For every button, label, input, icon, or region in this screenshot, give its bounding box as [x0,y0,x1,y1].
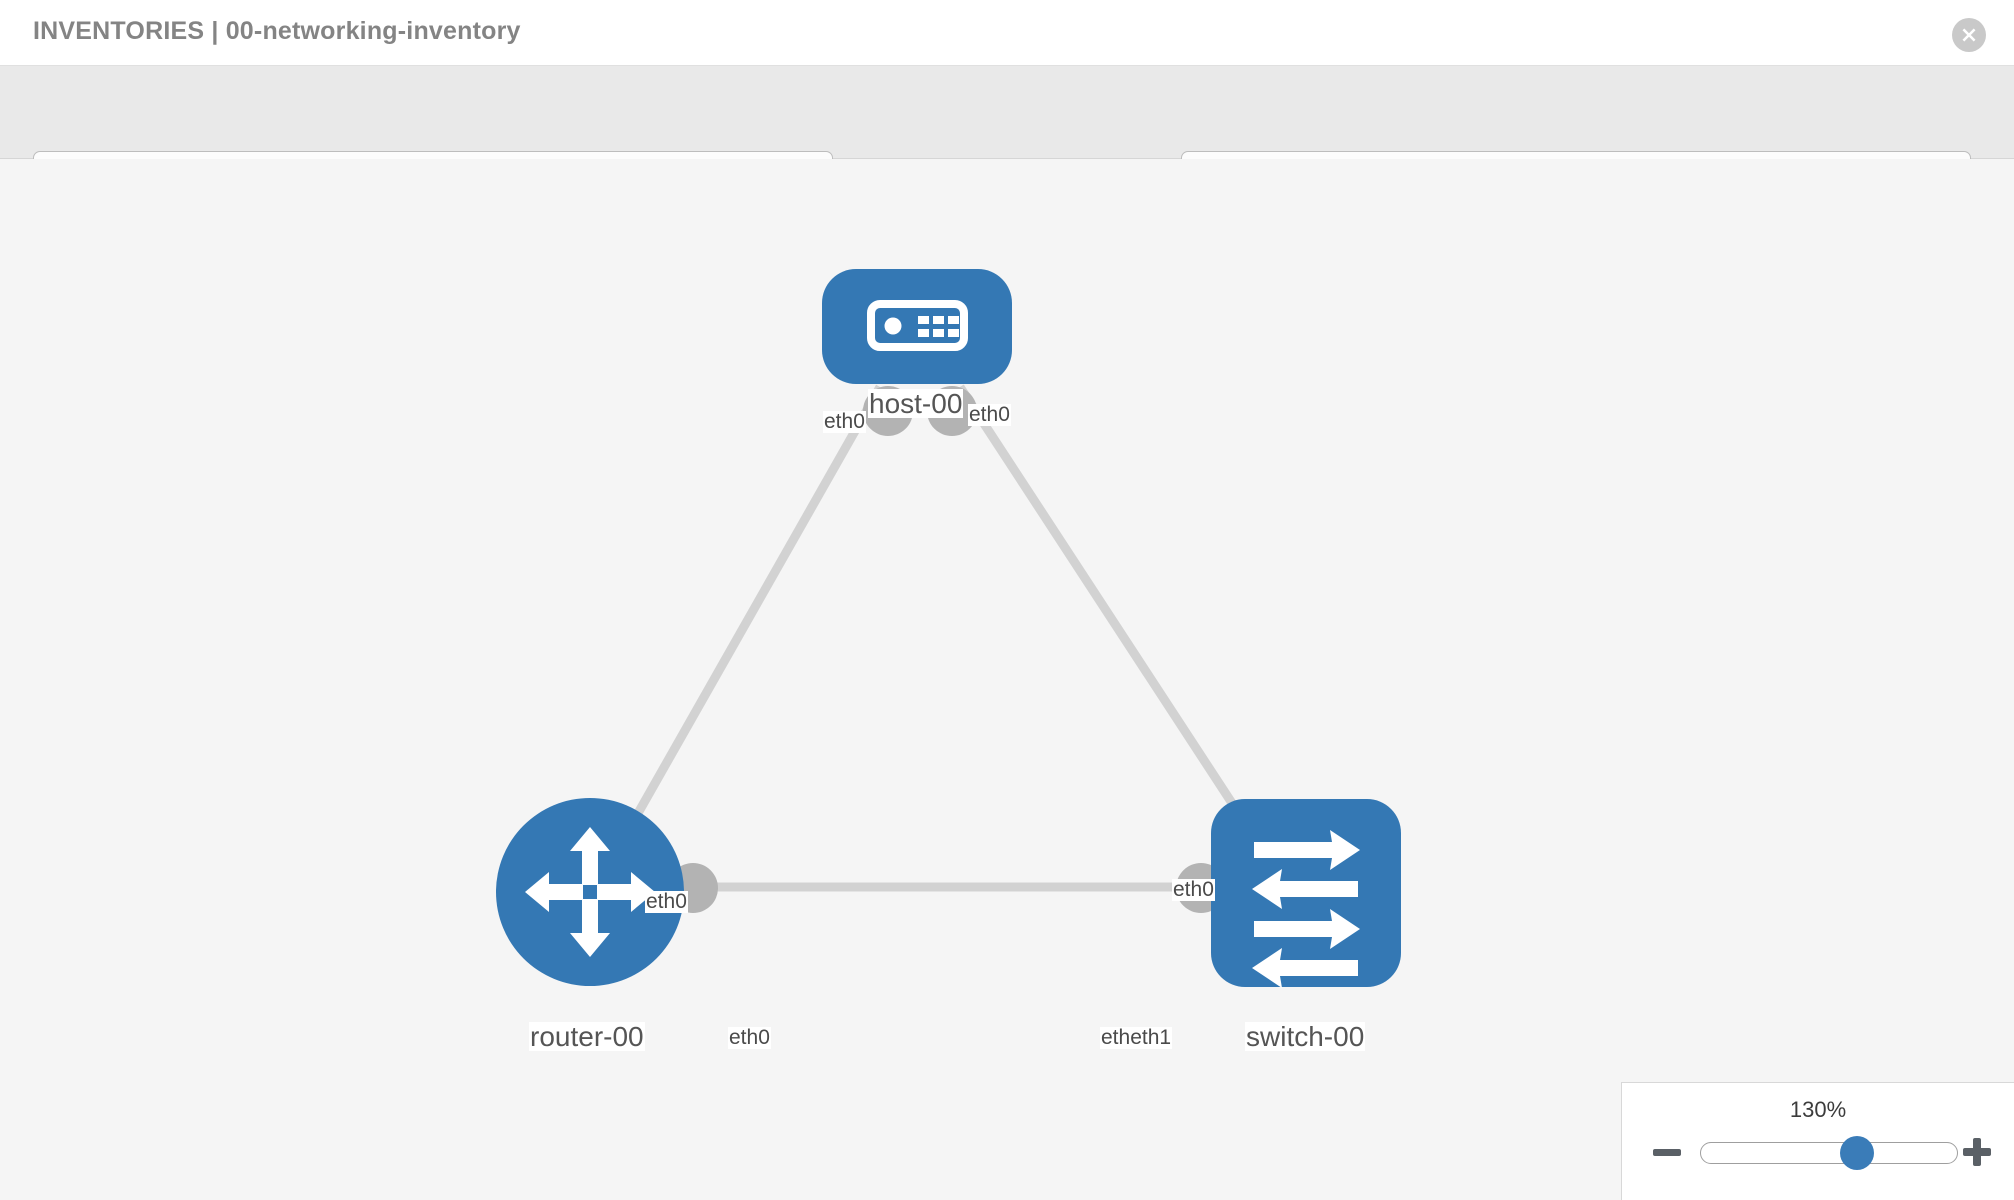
port-label-switch-up: eth0 [1172,878,1215,902]
router-arrows-icon [525,827,655,957]
toolbar: ACTIONS SEARCH [0,66,2014,207]
server-icon [867,300,968,351]
node-switch-00[interactable] [1211,799,1401,988]
node-router-00[interactable] [496,798,684,986]
edge-host-switch[interactable] [956,384,1266,852]
node-label-host-00: host-00 [868,388,964,419]
zoom-level-value: 130% [1789,1097,1847,1122]
plus-icon[interactable] [1960,1135,1994,1169]
zoom-slider[interactable] [1700,1136,1958,1170]
port-label-router-up: eth0 [645,890,688,914]
port-label-router-right: eth0 [728,1026,771,1050]
topology-edges [608,384,1266,892]
zoom-slider-thumb[interactable] [1839,1136,1874,1170]
zoom-control-panel: 130% [1621,1082,2014,1200]
edge-host-router[interactable] [608,384,884,862]
topology-canvas[interactable]: eth0 host-00 eth0 eth0 eth0 eth0 etheth1… [0,159,2014,1200]
topology-graph [496,269,1401,988]
page-title: INVENTORIES | 00-networking-inventory [33,17,521,45]
node-label-router-00: router-00 [529,1021,645,1052]
node-label-switch-00: switch-00 [1245,1021,1366,1052]
node-host-00[interactable] [822,269,1012,384]
page-header: INVENTORIES | 00-networking-inventory [0,0,2014,66]
port-label-switch-left: etheth1 [1100,1026,1173,1050]
port-label-host-left: eth0 [823,410,866,434]
zoom-slider-row [1622,1133,2014,1175]
minus-icon[interactable] [1650,1135,1684,1169]
port-label-host-right: eth0 [968,403,1011,427]
switch-arrows-icon [1252,830,1360,988]
close-icon[interactable] [1952,18,1986,52]
